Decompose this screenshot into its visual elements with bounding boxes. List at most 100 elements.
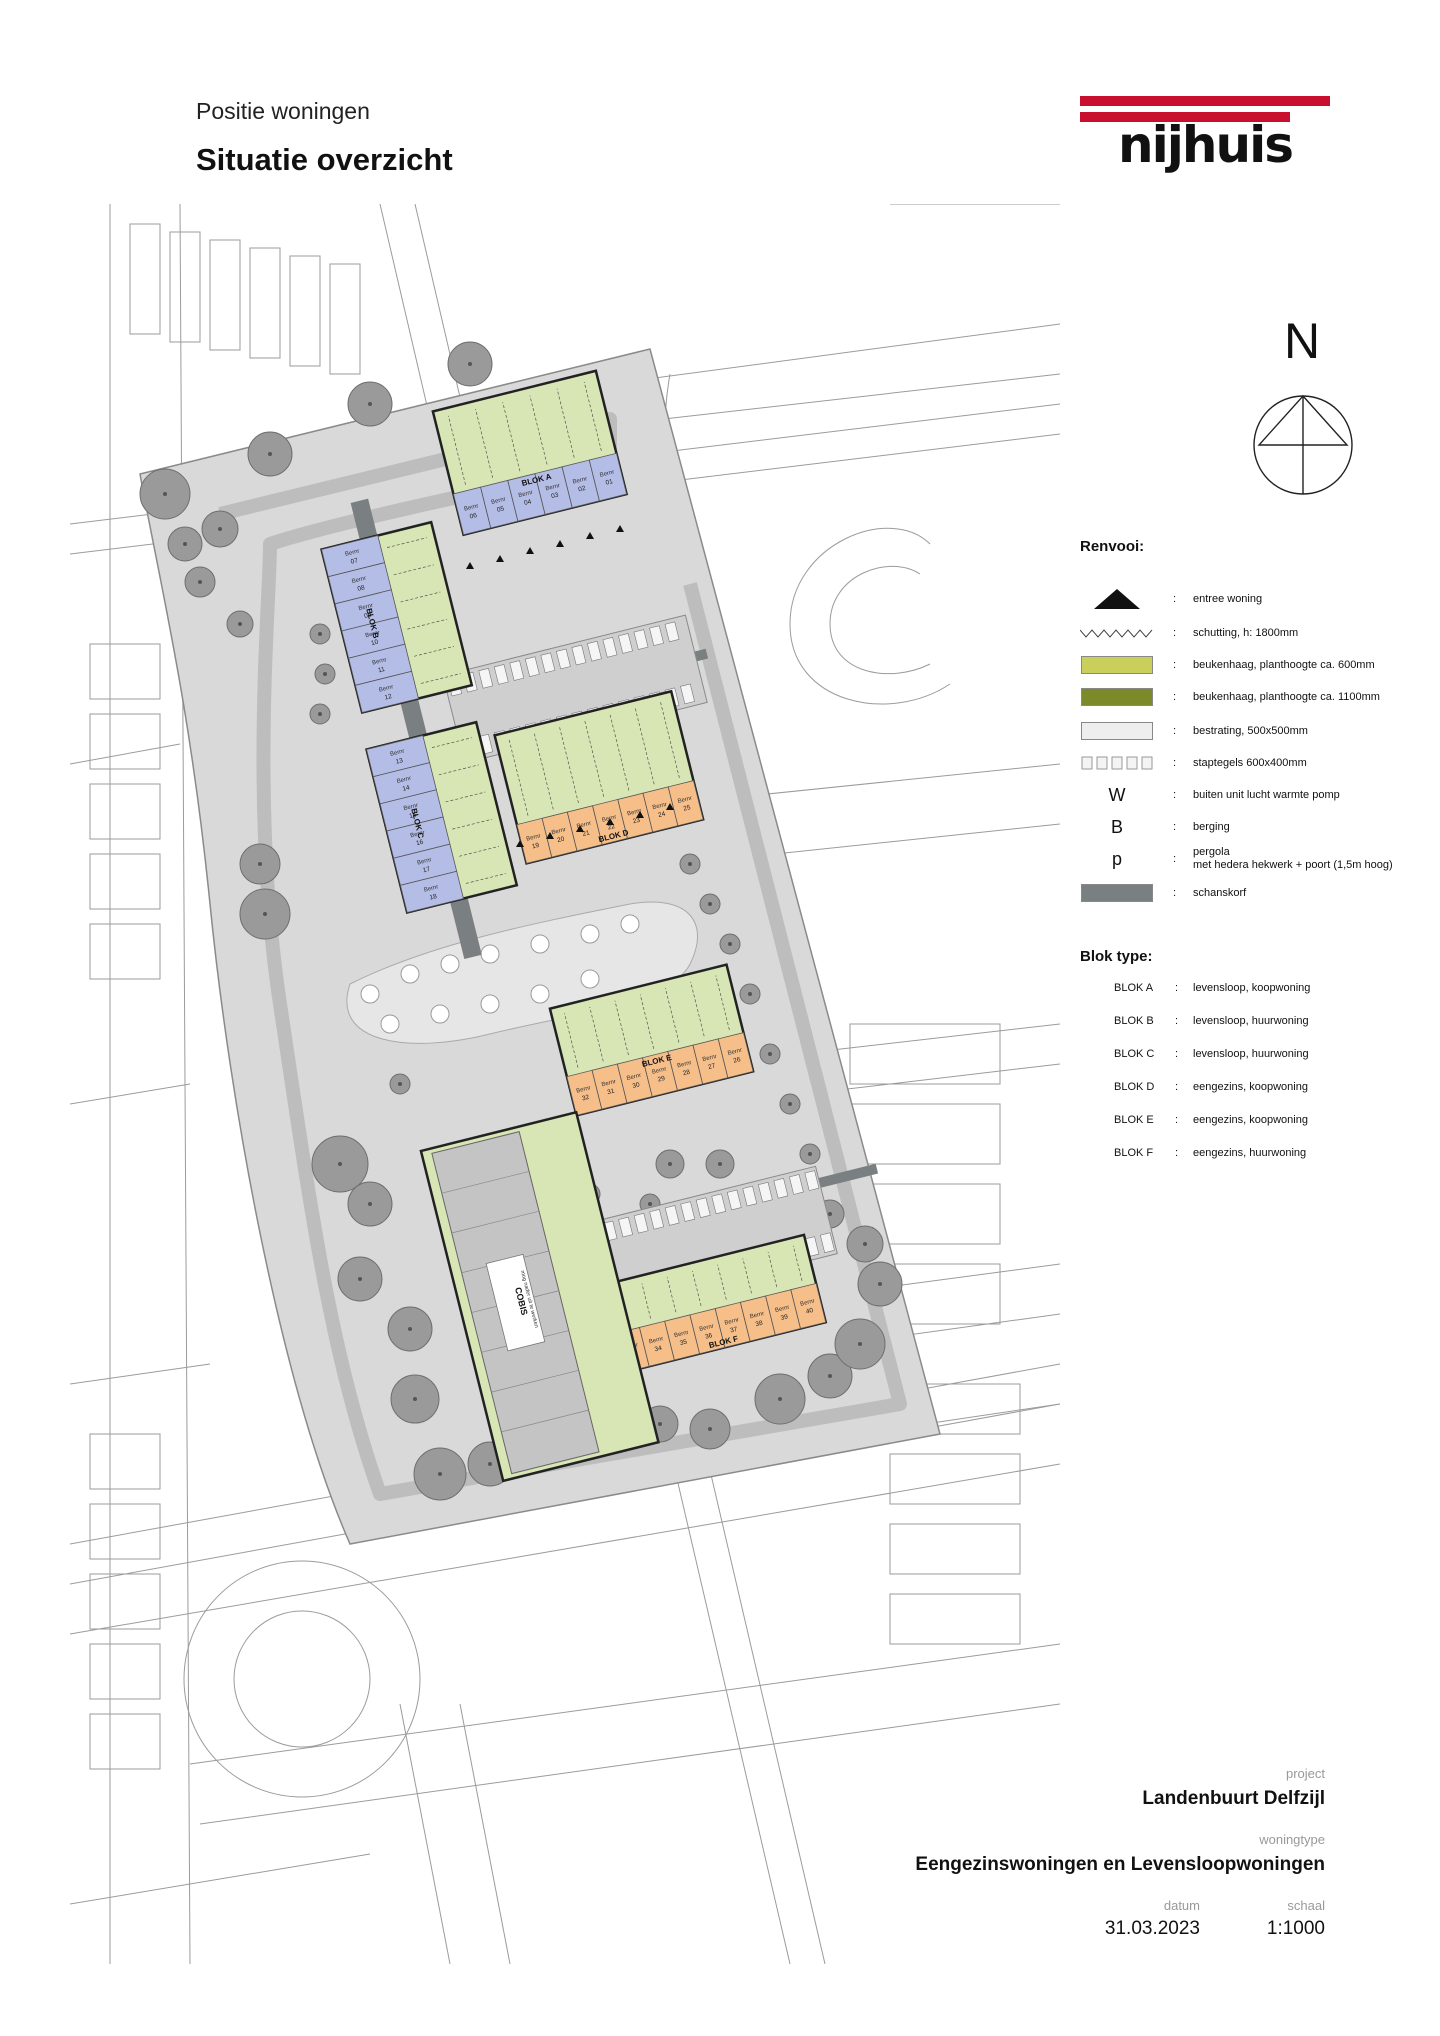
garden-path: [407, 618, 448, 630]
entree-triangle-icon: [516, 840, 524, 847]
car-icon: [618, 633, 633, 654]
legend-colon: :: [1173, 757, 1177, 769]
building-outline: [129, 223, 161, 335]
tree-trunk: [828, 1374, 832, 1378]
legend-colon: :: [1173, 853, 1177, 865]
cobis-label-box: [485, 1253, 546, 1352]
blok-type-desc: eengezins, koopwoning: [1193, 1114, 1308, 1126]
tree-trunk: [438, 1472, 442, 1476]
unit-number: 06: [469, 512, 478, 521]
garden-path: [448, 415, 466, 485]
house-unit: [354, 670, 419, 714]
garden-path: [420, 673, 461, 684]
garden-path: [438, 764, 479, 776]
building-outline: [889, 1523, 1021, 1575]
legend-colon: :: [1173, 821, 1177, 833]
legend-colon: :: [1173, 691, 1177, 703]
unit-label: Bernr: [627, 808, 643, 817]
road-line: [70, 1083, 191, 1105]
blok-type-colon: :: [1175, 982, 1179, 994]
unit-label: Bernr: [677, 1060, 693, 1069]
small-tree-icon: [620, 914, 640, 934]
small-tree-icon: [530, 984, 550, 1004]
unit-number: 24: [657, 810, 666, 819]
tree-trunk: [708, 1427, 712, 1431]
legend-label: schanskorf: [1193, 887, 1247, 899]
unit-label: Bernr: [344, 548, 360, 557]
legend-item: :beukenhaag, planthoogte ca. 1100mm: [1080, 686, 1420, 712]
blok-type-name: BLOK E: [1114, 1114, 1154, 1126]
unit-number: 20: [557, 836, 566, 845]
building-outline: [89, 1713, 161, 1770]
car-icon: [540, 652, 556, 674]
page-subtitle: Positie woningen: [196, 98, 370, 124]
unit-label: Bernr: [648, 1336, 664, 1345]
garden-path: [452, 818, 493, 830]
tree-trunk: [858, 1342, 862, 1346]
car-icon: [788, 1174, 804, 1195]
unit-number: 27: [707, 1062, 716, 1071]
tree-trunk: [338, 1162, 342, 1166]
blok-type-name: BLOK B: [1114, 1015, 1154, 1027]
car-icon: [493, 664, 509, 685]
water-edge: [829, 565, 931, 675]
unit-number: 35: [679, 1338, 688, 1347]
blok-type-name: BLOK F: [1114, 1147, 1154, 1159]
blok-d: Bernr19Bernr20Bernr21Bernr22Bernr23Bernr…: [493, 689, 705, 865]
entree-triangle-icon: [606, 818, 614, 825]
unit-label: Bernr: [576, 1085, 592, 1094]
legend-swatch: [1080, 882, 1154, 904]
roundabout-inner: [233, 1610, 371, 1748]
legend-symbol: W: [1108, 784, 1126, 805]
garden-path: [431, 737, 472, 748]
unit-label: Bernr: [727, 1048, 743, 1057]
car-icon: [680, 1201, 696, 1222]
tree-trunk: [198, 580, 202, 584]
road-line: [399, 1703, 451, 1964]
blok-a: Bernr06Bernr05Bernr04Bernr03Bernr02Bernr…: [431, 369, 629, 537]
building-outline: [89, 923, 161, 980]
tree-trunk: [318, 712, 322, 716]
car-icon: [478, 667, 494, 689]
building-outline: [89, 1503, 161, 1560]
cobis-roof-line: [451, 1210, 540, 1234]
unit-label: Bernr: [378, 684, 394, 693]
legend-label: buiten unit lucht warmte pomp: [1193, 789, 1340, 801]
blok-e: Bernr32Bernr31Bernr30Bernr29Bernr28Bernr…: [548, 963, 755, 1117]
woningtype-value: Eengezinswoningen en Levensloopwoningen: [915, 1854, 1325, 1875]
entree-triangle-icon: [556, 540, 564, 547]
blok-type-desc: levensloop, huurwoning: [1193, 1048, 1309, 1060]
entree-triangle-icon: [526, 547, 534, 554]
car-icon: [711, 1193, 727, 1215]
blok-type-name: BLOK D: [1114, 1081, 1155, 1093]
road-line: [70, 743, 181, 765]
building-outline: [849, 1103, 1001, 1165]
tree-trunk: [808, 1152, 812, 1156]
unit-number: 23: [632, 817, 641, 826]
legend-colon: :: [1173, 593, 1177, 605]
tree-trunk: [878, 1282, 882, 1286]
garden-path: [445, 791, 486, 803]
tree-trunk: [263, 912, 267, 916]
unit-number: 38: [755, 1320, 764, 1329]
car-icon: [819, 1232, 835, 1254]
car-icon: [649, 1209, 665, 1230]
page-title: Situatie overzicht: [196, 142, 453, 177]
unit-label: Bernr: [572, 476, 588, 485]
unit-number: 16: [415, 839, 424, 848]
road-line: [199, 1703, 1060, 1825]
unit-number: 18: [429, 893, 438, 902]
tree-trunk: [778, 1397, 782, 1401]
unit-label: Bernr: [423, 884, 439, 893]
blok-type-title: Blok type:: [1080, 948, 1153, 965]
zigzag-icon: [1080, 622, 1154, 644]
small-tree-icon: [380, 1014, 400, 1034]
datum-value: 31.03.2023: [1104, 1918, 1200, 1939]
unit-number: 14: [402, 784, 411, 793]
unit-label: Bernr: [365, 630, 381, 639]
schaal-label: schaal: [1287, 1898, 1325, 1913]
car-icon: [664, 1205, 680, 1226]
car-icon: [509, 660, 525, 681]
unit-number: 01: [605, 478, 614, 487]
